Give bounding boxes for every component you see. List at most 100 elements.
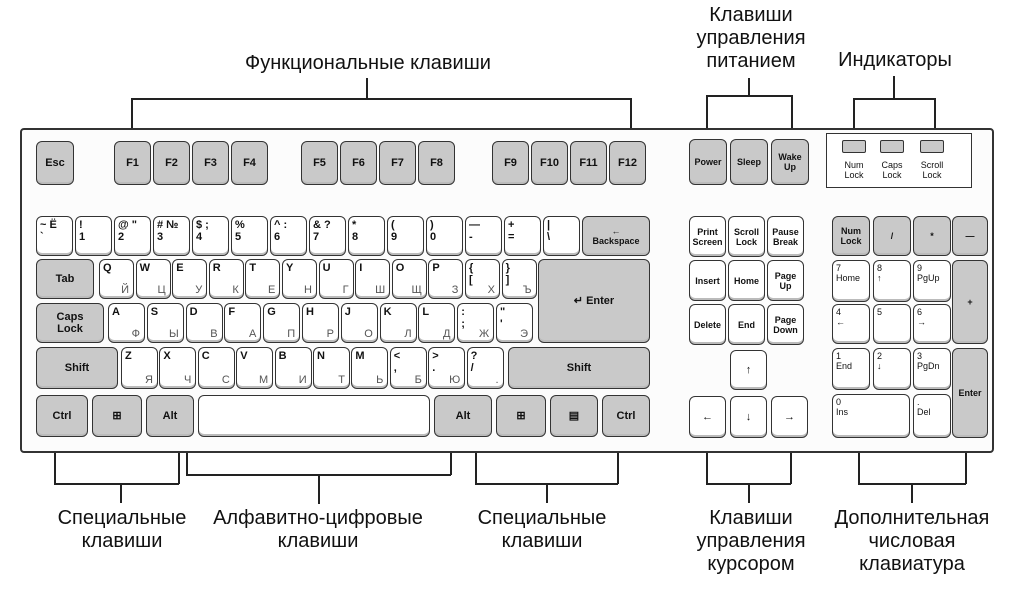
num-row-key-11[interactable]: — - xyxy=(465,216,502,256)
num-2-key[interactable]: 2 ↓ xyxy=(873,348,911,390)
arrow-down-key[interactable]: ↓ xyxy=(730,396,767,438)
print-screen-key[interactable]: Print Screen xyxy=(689,216,726,257)
scroll-lock-key[interactable]: Scroll Lock xyxy=(728,216,765,257)
f11-key[interactable]: F11 xyxy=(570,141,607,185)
num-star-key[interactable]: * xyxy=(913,216,951,256)
num-row-key-6[interactable]: ^ : 6 xyxy=(270,216,307,256)
f4-key[interactable]: F4 xyxy=(231,141,268,185)
f2-key[interactable]: F2 xyxy=(153,141,190,185)
num-row-key-2[interactable]: @ " 2 xyxy=(114,216,151,256)
tab-key[interactable]: Tab xyxy=(36,259,94,299)
num-row-key-0[interactable]: ~ Ё ` xyxy=(36,216,73,256)
f9-key[interactable]: F9 xyxy=(492,141,529,185)
num-lock-key[interactable]: Num Lock xyxy=(832,216,870,256)
end-key[interactable]: End xyxy=(728,304,765,345)
backspace-key[interactable]: ← Backspace xyxy=(582,216,650,256)
arrow-up-key[interactable]: ↑ xyxy=(730,350,767,390)
left-alt-key[interactable]: Alt xyxy=(146,395,194,437)
a-row-key-10[interactable]: " 'Э xyxy=(496,303,533,343)
right-alt-key[interactable]: Alt xyxy=(434,395,492,437)
q-row-key-10[interactable]: { [Х xyxy=(465,259,500,299)
delete-key[interactable]: Delete xyxy=(689,304,726,345)
num-9-key[interactable]: 9 PgUp xyxy=(913,260,951,302)
num-5-key[interactable]: 5 xyxy=(873,304,911,344)
num-row-key-13[interactable]: | \ xyxy=(543,216,580,256)
num-del-key[interactable]: . Del xyxy=(913,394,951,438)
right-win-key[interactable]: ⊞ xyxy=(496,395,546,437)
num-minus-key[interactable]: — xyxy=(952,216,988,256)
f8-key[interactable]: F8 xyxy=(418,141,455,185)
esc-key[interactable]: Esc xyxy=(36,141,74,185)
home-key[interactable]: Home xyxy=(728,260,765,301)
num-row-key-9[interactable]: ( 9 xyxy=(387,216,424,256)
num-row-key-1[interactable]: ! 1 xyxy=(75,216,112,256)
right-shift-key[interactable]: Shift xyxy=(508,347,650,389)
num-6-key[interactable]: 6 → xyxy=(913,304,951,344)
pause-break-key[interactable]: Pause Break xyxy=(767,216,804,257)
page-up-key[interactable]: Page Up xyxy=(767,260,804,301)
arrow-right-key[interactable]: → xyxy=(771,396,808,438)
sleep-key[interactable]: Sleep xyxy=(730,139,768,185)
num-slash-key[interactable]: / xyxy=(873,216,911,256)
f3-key[interactable]: F3 xyxy=(192,141,229,185)
power-key[interactable]: Power xyxy=(689,139,727,185)
num-row-key-8[interactable]: * 8 xyxy=(348,216,385,256)
num-3-key[interactable]: 3 PgDn xyxy=(913,348,951,390)
num-8-key[interactable]: 8 ↑ xyxy=(873,260,911,302)
z-row-key-7[interactable]: < ,Б xyxy=(389,347,427,389)
z-row-key-9[interactable]: ? /. xyxy=(466,347,504,389)
num-row-key-3[interactable]: # № 3 xyxy=(153,216,190,256)
z-row-key-8[interactable]: > .Ю xyxy=(428,347,466,389)
arrow-left-key[interactable]: ← xyxy=(689,396,726,438)
f5-key[interactable]: F5 xyxy=(301,141,338,185)
left-win-key[interactable]: ⊞ xyxy=(92,395,142,437)
num-enter-key[interactable]: Enter xyxy=(952,348,988,438)
left-ctrl-key[interactable]: Ctrl xyxy=(36,395,88,437)
q-row-key-11[interactable]: } ]Ъ xyxy=(501,259,537,299)
f6-key[interactable]: F6 xyxy=(340,141,377,185)
left-shift-key[interactable]: Shift xyxy=(36,347,118,389)
num-1-key[interactable]: 1 End xyxy=(832,348,870,390)
f1-key[interactable]: F1 xyxy=(114,141,151,185)
f7-key[interactable]: F7 xyxy=(379,141,416,185)
num-row-key-12[interactable]: + = xyxy=(504,216,541,256)
num-7-key[interactable]: 7 Home xyxy=(832,260,870,302)
num-4-key[interactable]: 4 ← xyxy=(832,304,870,344)
num-0-key[interactable]: 0 Ins xyxy=(832,394,910,438)
num-row-key-5[interactable]: % 5 xyxy=(231,216,268,256)
space-bar[interactable] xyxy=(198,395,430,437)
f12-key[interactable]: F12 xyxy=(609,141,646,185)
wake-up-key[interactable]: Wake Up xyxy=(771,139,809,185)
num-row-key-10[interactable]: ) 0 xyxy=(426,216,463,256)
page-down-key[interactable]: Page Down xyxy=(767,304,804,345)
insert-key[interactable]: Insert xyxy=(689,260,726,301)
enter-key[interactable]: ↵ Enter xyxy=(538,259,650,343)
a-row-key-9[interactable]: : ;Ж xyxy=(457,303,495,343)
menu-key[interactable]: ▤ xyxy=(550,395,598,437)
f10-key[interactable]: F10 xyxy=(531,141,568,185)
num-row-key-7[interactable]: & ? 7 xyxy=(309,216,346,256)
